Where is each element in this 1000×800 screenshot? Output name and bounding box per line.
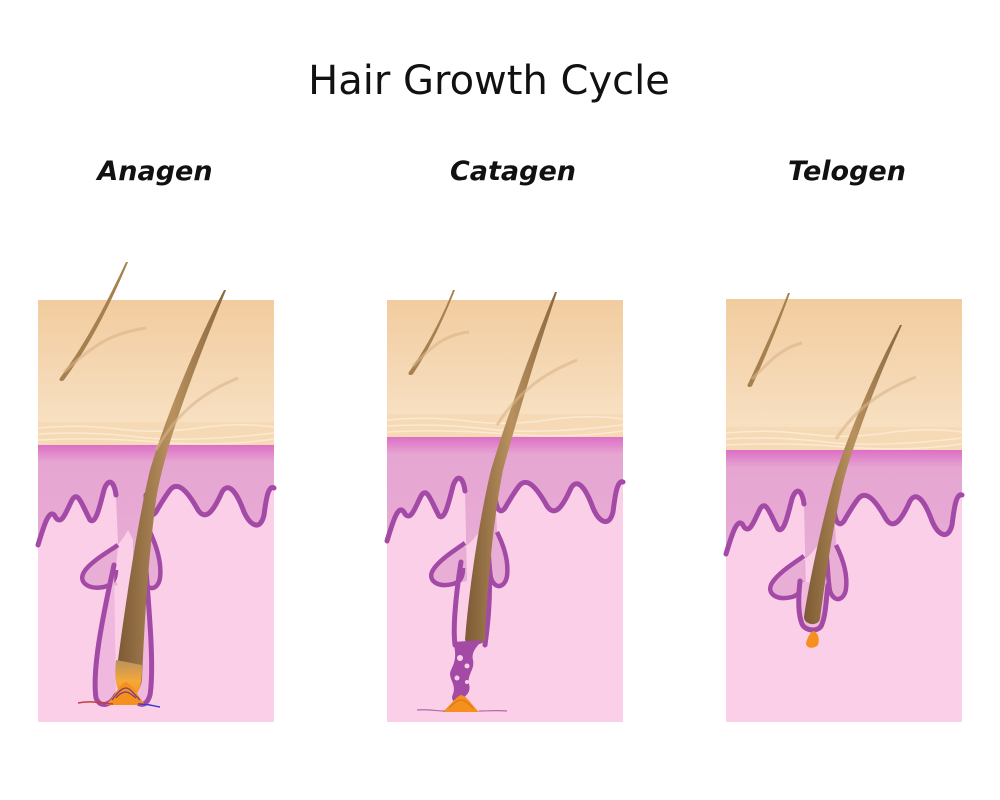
catagen-panel	[384, 290, 626, 722]
dermal-papilla-detached	[806, 631, 819, 648]
stratum-band	[37, 422, 275, 446]
stage-label-telogen: Telogen	[788, 156, 906, 187]
dermal-papilla	[106, 682, 146, 705]
epidermis-layer	[38, 445, 274, 589]
dermal-papillae-outline	[35, 479, 119, 548]
hair-shaft-main	[117, 290, 226, 697]
hair-shaft-small	[59, 262, 129, 382]
regressing-follicle	[416, 640, 508, 712]
anagen-panel	[35, 262, 277, 722]
diagram-title: Hair Growth Cycle	[308, 58, 670, 104]
telogen-panel	[723, 293, 965, 722]
stage-label-catagen: Catagen	[449, 156, 577, 187]
club-hair	[804, 325, 902, 625]
stage-label-anagen: Anagen	[97, 156, 213, 187]
